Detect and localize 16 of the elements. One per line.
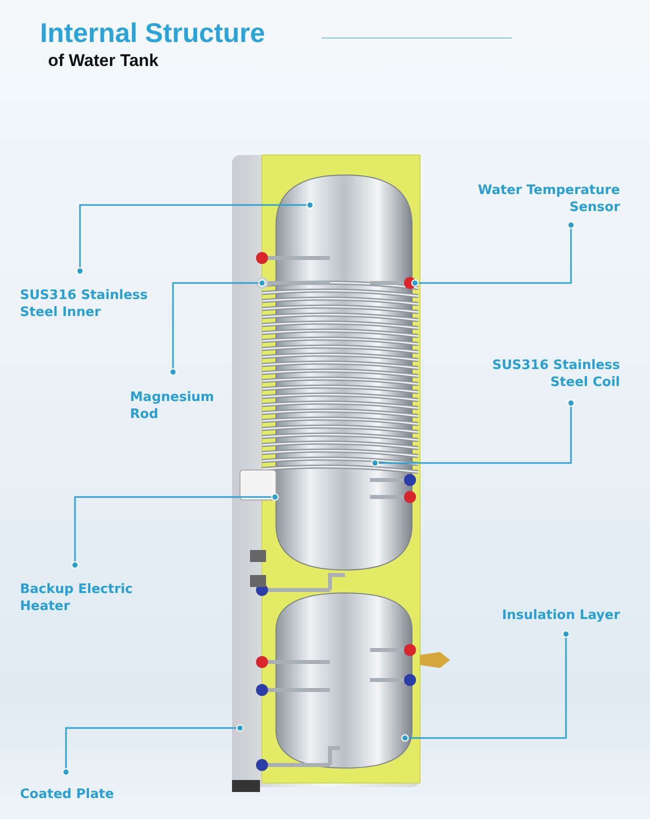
leader-line xyxy=(169,279,266,376)
part-label: Coated Plate xyxy=(20,786,150,803)
leader-line xyxy=(371,399,575,467)
title: Internal Structure xyxy=(40,18,266,49)
part-label: SUS316 Stainless Steel Inner xyxy=(20,287,180,321)
leader-line xyxy=(411,221,575,287)
leader-line xyxy=(71,493,279,569)
part-label: SUS316 Stainless Steel Coil xyxy=(470,357,620,391)
part-label: Water Temperature Sensor xyxy=(450,182,620,216)
part-label: Backup Electric Heater xyxy=(20,581,150,615)
leader-line xyxy=(76,201,314,275)
part-label: Magnesium Rod xyxy=(130,389,240,423)
subtitle: of Water Tank xyxy=(48,51,159,71)
leader-line xyxy=(401,630,570,742)
part-label: Insulation Layer xyxy=(490,607,620,624)
leader-line xyxy=(62,724,244,776)
